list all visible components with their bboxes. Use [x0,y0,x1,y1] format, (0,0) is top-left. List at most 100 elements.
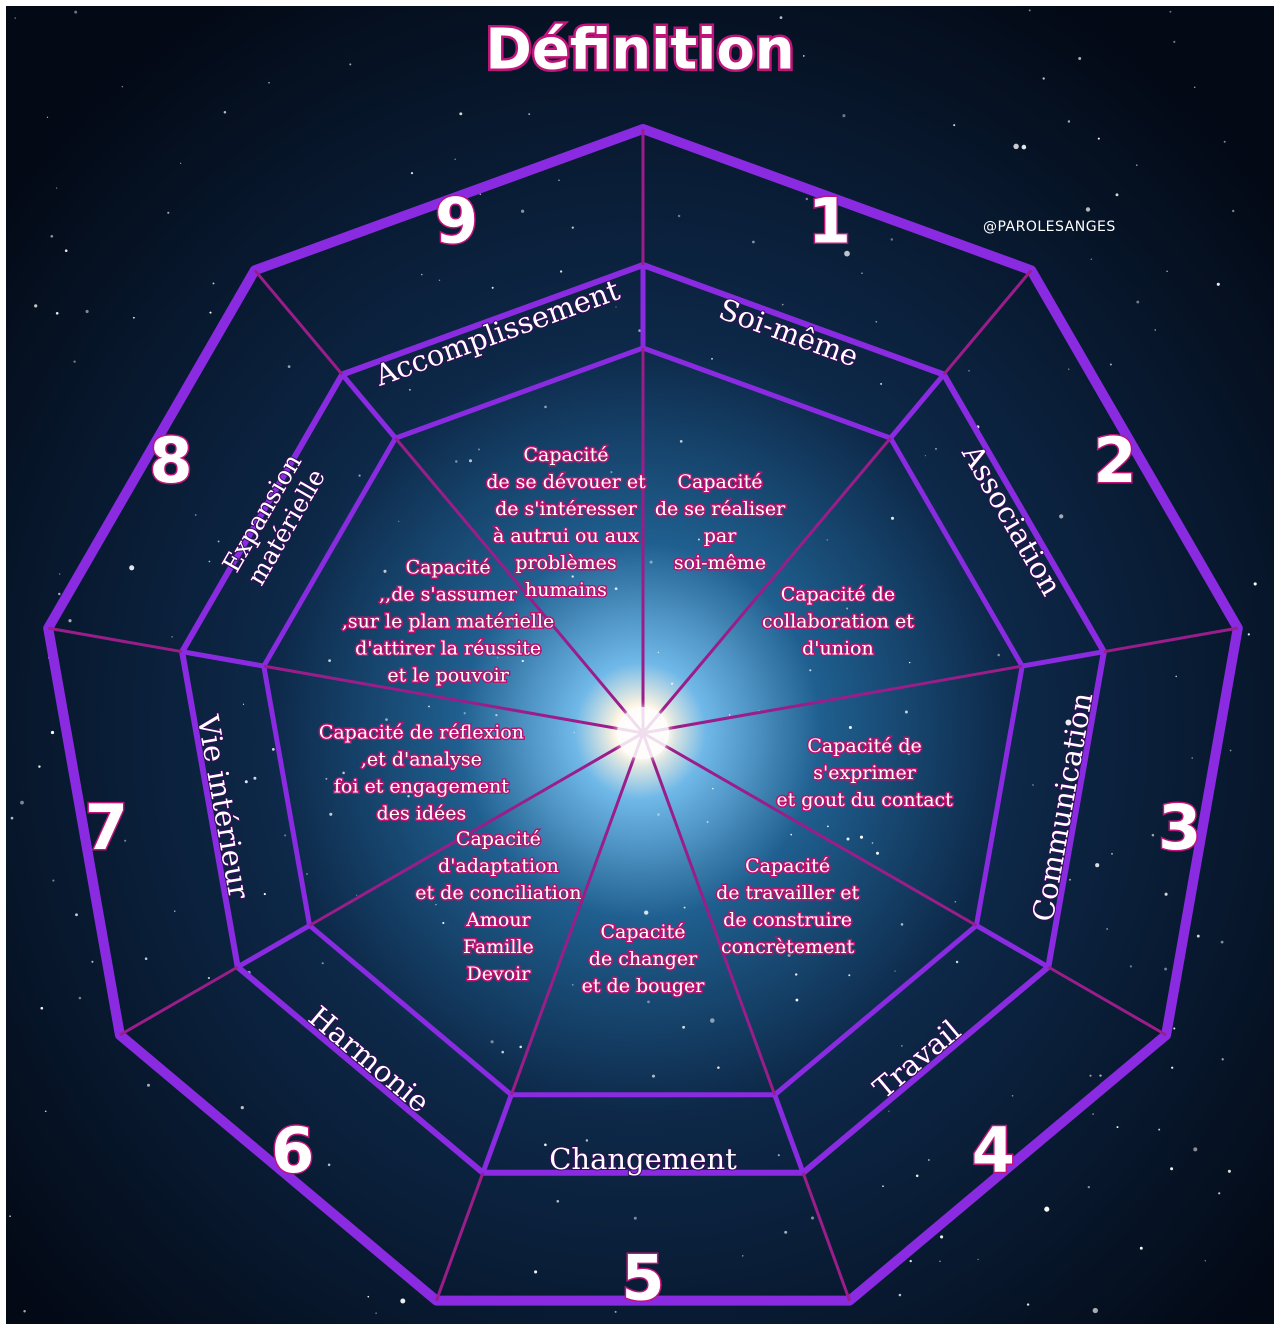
star [167,212,169,214]
star [899,1294,902,1297]
section-description-line: de s'intéresser [495,498,638,520]
section-description-line: et le pouvoir [387,665,509,687]
star [383,570,386,573]
star [23,1310,25,1312]
section-description-line: d'attirer la réussite [355,638,541,660]
star [560,270,562,272]
star [977,1259,979,1261]
star [925,455,926,456]
star [454,158,456,160]
star [710,1018,715,1023]
star [647,1001,650,1004]
star [955,901,957,903]
star [1044,1207,1049,1212]
star [572,226,574,228]
star [849,726,852,729]
star [684,907,686,909]
star [650,561,653,564]
star [860,836,863,839]
section-description-line: concrètement [721,936,855,958]
star [1116,193,1119,196]
star [940,1235,943,1238]
star [342,772,345,775]
star [875,321,877,323]
star [409,389,411,391]
star [253,777,256,780]
star [1165,893,1168,896]
star [20,801,24,805]
star [328,659,331,662]
star [847,838,850,841]
star [171,636,172,637]
star [846,608,848,610]
star [811,1217,814,1220]
star [544,406,547,409]
star [442,922,444,924]
star [174,910,175,911]
star [1111,853,1113,855]
star [572,575,574,577]
star [325,778,327,780]
star [1248,633,1250,635]
star [1221,941,1224,944]
star [209,561,211,563]
star [707,821,709,823]
star [306,873,307,874]
star [86,310,89,313]
star [329,813,332,816]
star [400,1299,405,1304]
star [1136,165,1137,166]
star [11,817,14,820]
section-description-line: de se réaliser [655,498,786,520]
space-background [6,6,1274,1324]
star [861,273,862,274]
star [1191,757,1193,759]
star [40,1007,43,1010]
star [51,731,54,734]
star [711,358,713,360]
star [615,587,618,590]
star [1095,863,1099,867]
star [968,370,970,372]
section-description-line: d'union [802,638,874,660]
star [288,365,291,368]
star [73,360,75,362]
star [827,826,829,828]
star [935,448,937,450]
star [1110,363,1112,365]
star [1099,1074,1101,1076]
star [803,55,805,57]
star [284,834,286,836]
star [556,1200,559,1203]
star [901,923,904,926]
section-description-line: Capacité [456,828,541,850]
star [909,662,910,663]
section-description-line: et de conciliation [415,882,581,904]
star [1086,207,1090,211]
star [682,1026,685,1029]
section-description-line: et gout du contact [776,789,953,811]
star [1222,1058,1224,1060]
star [997,654,1000,657]
star [521,210,524,213]
star [795,973,797,975]
star [1169,11,1171,13]
section-description-line: ,sur le plan matérielle [342,611,554,633]
star [544,1143,547,1146]
section-description-line: d'adaptation [438,855,559,877]
star [939,1260,941,1262]
star [1232,210,1234,212]
star [712,788,713,789]
star [1173,1027,1175,1029]
section-description-line: soi-même [674,552,766,574]
star [264,893,266,895]
section-number: 8 [149,424,192,497]
section-description-line: foi et engagement [334,776,509,798]
star [1022,145,1027,150]
star [464,712,466,714]
star [916,1175,919,1178]
star [208,977,210,979]
star [880,383,882,385]
star [782,304,784,306]
